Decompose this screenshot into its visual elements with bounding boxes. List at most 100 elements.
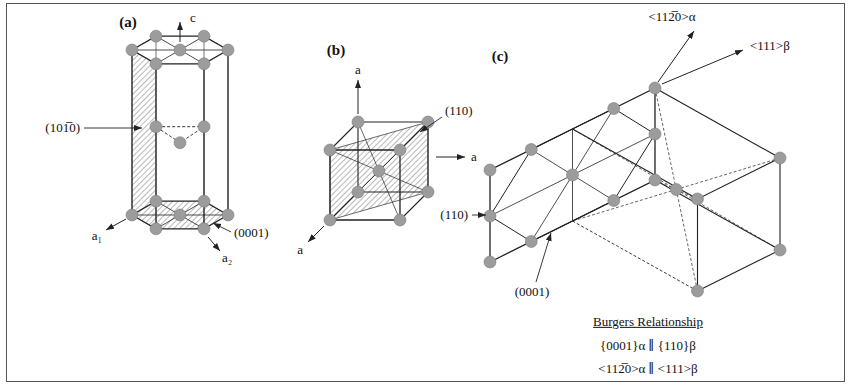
relationship-heading: Burgers Relationship — [593, 315, 703, 329]
atom — [692, 193, 704, 205]
lattice-edge — [330, 171, 379, 220]
axis-label: c — [190, 11, 196, 25]
lattice-edge — [676, 190, 780, 251]
atom — [174, 209, 186, 221]
atom — [394, 214, 406, 226]
direction-label: <111>β — [750, 39, 790, 53]
plane-outline — [490, 88, 655, 262]
atom — [198, 195, 210, 207]
atom — [352, 186, 364, 198]
cube-edge — [358, 122, 428, 192]
atom — [126, 44, 138, 56]
axis-arrow — [106, 219, 126, 230]
plane-label: (101̅0) — [45, 121, 80, 135]
atom — [198, 58, 210, 70]
lattice-edge — [379, 122, 428, 171]
atom — [150, 121, 162, 133]
atom — [649, 128, 661, 140]
leader-line — [536, 233, 551, 282]
plane-label: (0001) — [515, 285, 550, 299]
atom — [198, 121, 210, 133]
axis-arrow — [180, 22, 181, 42]
direction-arrow — [658, 31, 694, 82]
lattice-edge — [573, 175, 614, 201]
axis-arrow — [436, 157, 465, 158]
cell-edge — [655, 88, 780, 158]
atom — [150, 195, 162, 207]
axis-arrow — [208, 237, 220, 251]
atom — [198, 223, 210, 235]
leader-line — [213, 223, 231, 232]
atom — [567, 169, 579, 181]
direction-arrow — [662, 50, 743, 84]
lattice-edge — [573, 129, 677, 190]
lattice-edge — [573, 109, 614, 176]
atom — [150, 223, 162, 235]
atom — [670, 184, 682, 196]
atom — [174, 137, 186, 149]
atom — [150, 58, 162, 70]
plane-label: (0001) — [234, 226, 269, 240]
leader-line — [420, 117, 442, 132]
lattice-edge — [132, 215, 180, 216]
axis-label: a — [297, 243, 303, 257]
atom — [198, 30, 210, 42]
panel-letter: (c) — [492, 48, 509, 65]
basal-plane-shading — [132, 201, 228, 229]
lattice-edge — [379, 171, 428, 192]
atom — [352, 116, 364, 128]
cell-edge — [573, 221, 698, 291]
lattice-edge — [676, 190, 697, 292]
atom — [394, 144, 406, 156]
axis-label: a — [471, 150, 477, 164]
relationship-text: <112̅0>α ∥ <111>β — [598, 362, 697, 376]
atom — [324, 214, 336, 226]
axis-label: a₁ — [92, 229, 102, 243]
atom — [525, 144, 537, 156]
atom — [649, 82, 661, 94]
atom — [422, 186, 434, 198]
atom — [484, 256, 496, 268]
lattice-edge — [358, 122, 379, 171]
axis-label: a — [355, 63, 361, 77]
axis-arrow — [308, 226, 324, 242]
plane-label: (110) — [445, 104, 473, 118]
hexagon-outline — [490, 109, 655, 242]
prism-edge — [131, 50, 132, 215]
atom — [150, 30, 162, 42]
atom — [126, 209, 138, 221]
cell-edge — [573, 129, 698, 199]
cell-edge — [698, 158, 781, 291]
atom — [373, 165, 385, 177]
atom — [608, 103, 620, 115]
lattice-edge — [531, 150, 572, 176]
atom — [774, 244, 786, 256]
atom — [649, 174, 661, 186]
hexagon-outline — [132, 201, 228, 229]
drawing-group — [84, 22, 786, 297]
atom — [692, 285, 704, 297]
direction-label: <112̅0>α — [649, 10, 696, 24]
leader-line — [472, 215, 486, 216]
cell-edge — [655, 180, 780, 250]
axis-label: a₂ — [222, 251, 232, 265]
figure-border — [7, 4, 845, 382]
prism-edge — [227, 50, 228, 215]
panel-letter: (a) — [119, 14, 137, 31]
atom — [608, 195, 620, 207]
atom — [484, 210, 496, 222]
atom — [484, 164, 496, 176]
relationship-text: {0001}α ∥ {110}β — [600, 339, 696, 353]
atom — [774, 152, 786, 164]
lattice-edge — [490, 175, 573, 216]
atom — [222, 44, 234, 56]
lattice-edge — [573, 190, 677, 222]
atom — [174, 44, 186, 56]
plane-shading — [330, 122, 428, 220]
panel-letter: (b) — [327, 42, 345, 59]
atom — [525, 236, 537, 248]
leader-line — [84, 128, 142, 129]
